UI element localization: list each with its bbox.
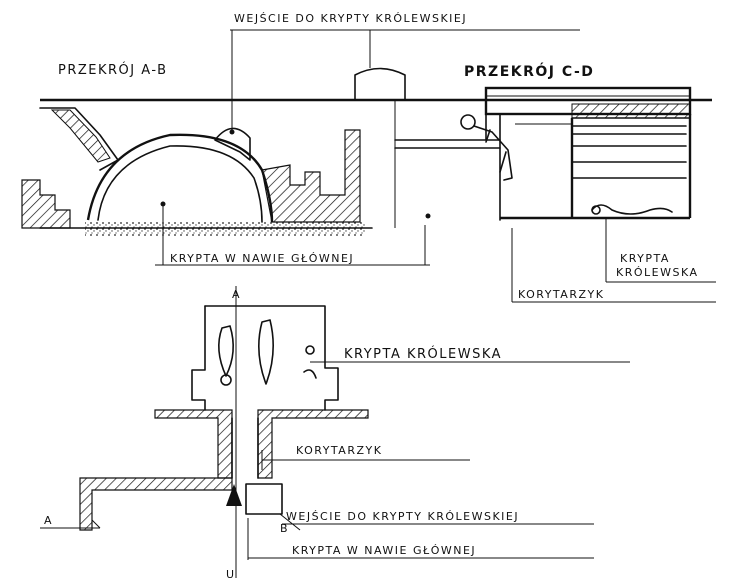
label-royal-crypt-plan: KRYPTA KRÓLEWSKA (344, 346, 502, 362)
label-section-cd: PRZEKRÓJ C-D (464, 62, 594, 80)
label-royal-crypt-top-2: KRÓLEWSKA (616, 266, 699, 279)
marker-b: B (280, 522, 289, 535)
marker-a-left: A (44, 514, 53, 527)
marker-u: U (226, 568, 236, 581)
label-corridor-top: KORYTARZYK (518, 288, 604, 301)
section-cd-drawing (394, 86, 716, 303)
label-royal-crypt-top-1: KRYPTA (620, 252, 670, 265)
label-corridor-plan: KORYTARZYK (296, 444, 382, 457)
label-crypt-nave-plan: KRYPTA W NAWIE GŁÓWNEJ (292, 544, 476, 557)
plan-drawing (40, 286, 630, 578)
label-crypt-nave-top: KRYPTA W NAWIE GŁÓWNEJ (170, 252, 354, 265)
person-figure (460, 114, 513, 181)
label-entrance-top: WEJŚCIE DO KRYPTY KRÓLEWSKIEJ (234, 12, 467, 25)
label-section-ab: PRZEKRÓJ A-B (58, 62, 168, 78)
section-ab-drawing (21, 29, 712, 266)
marker-a-top: A (232, 288, 241, 301)
label-entrance-plan: WEJŚCIE DO KRYPTY KRÓLEWSKIEJ (286, 510, 519, 523)
